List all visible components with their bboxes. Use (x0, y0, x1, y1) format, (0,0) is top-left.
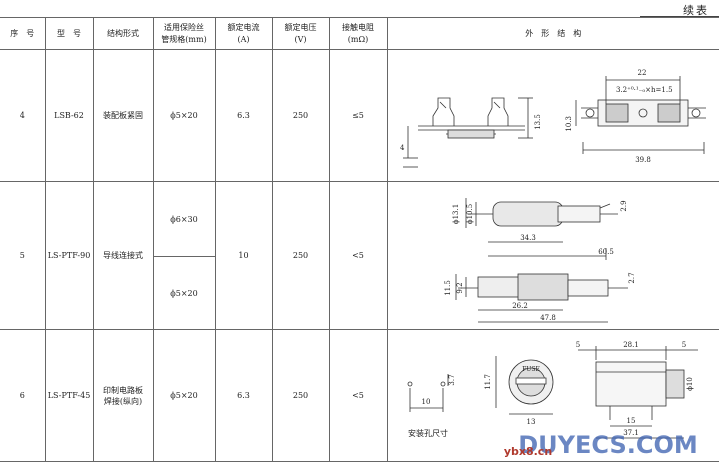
lsptf45-dim-15: 15 (626, 417, 635, 425)
header-current: 额定电流 (A) (214, 17, 273, 50)
row5-structure: 导线连接式 (92, 181, 154, 330)
header-structure: 结构形式 (92, 17, 154, 50)
row5-fuse-spec-a: ϕ6×30 (152, 181, 216, 257)
header-voltage-line2: (V) (294, 34, 307, 44)
row5-current: 10 (214, 181, 273, 330)
row6-seq: 6 (0, 329, 46, 462)
lsb62-dim-13-5: 13.5 (534, 114, 542, 130)
lsptf90-dim-10-5: ϕ10.5 (466, 204, 474, 224)
lsptf45-hole-pattern (407, 374, 448, 412)
row4-structure: 装配板紧固 (92, 49, 154, 182)
fuse-holder-spec-table: 序 号 型 号 结构形式 适用保险丝管规格(mm) 额定电流 (A) 额定电压 (V… (0, 17, 719, 462)
row6-voltage: 250 (271, 329, 330, 462)
header-voltage: 额定电压 (V) (271, 17, 330, 50)
lsptf90-dim-2-7: 2.7 (628, 272, 636, 283)
lsptf90-dim-60-5: 60.5 (598, 248, 614, 256)
lsptf45-dim-phi-10: ϕ10 (686, 377, 694, 391)
row4-figure: 22 3.2⁺⁰·¹₋₀×h=1.5 10.3 13.5 39.8 4 (386, 49, 719, 182)
header-voltage-line1: 额定电压 (284, 22, 317, 32)
row4-resistance: ≤5 (328, 49, 388, 182)
table-row: 6 LS-PTF-45 印制电路板焊接(纵向) ϕ5×20 6.3 250 <5 (0, 329, 719, 462)
row4-fuse-spec: ϕ5×20 (152, 49, 216, 182)
row4-seq: 4 (0, 49, 46, 182)
lsb62-dim-3-2: 3.2⁺⁰·¹₋₀×h=1.5 (616, 86, 673, 94)
row6-resistance: <5 (328, 329, 388, 462)
row6-model: LS-PTF-45 (44, 329, 94, 462)
lsb62-top-view (575, 76, 706, 154)
lsptf90-dim-11-5: 11.5 (444, 280, 452, 296)
lsptf45-dim-37-1: 37.1 (623, 429, 639, 437)
lsptf90-dim-26-2: 26.2 (512, 302, 528, 310)
lsptf90-drawing: ϕ13.1 ϕ10.5 34.3 60.5 2.9 11.5 9.2 26.2 … (444, 198, 636, 323)
mounting-hole-caption: 安装孔尺寸 (408, 428, 448, 438)
header-current-line2: (A) (237, 34, 250, 44)
header-model: 型 号 (44, 17, 94, 50)
table-row: 5 LS-PTF-90 导线连接式 ϕ6×30 10 250 <5 (0, 181, 719, 330)
row6-structure-line1: 印制电路板 (103, 385, 143, 395)
lsptf90-dim-13-1: ϕ13.1 (452, 204, 460, 224)
row5-seq: 5 (0, 181, 46, 330)
lsb62-dim-39-8: 39.8 (635, 156, 651, 164)
lsptf45-side-view (577, 346, 698, 439)
lsb62-side-view (402, 97, 533, 168)
lsptf45-dim-5b: 5 (681, 341, 685, 349)
lsb62-drawing: 22 3.2⁺⁰·¹₋₀×h=1.5 10.3 13.5 39.8 4 (400, 69, 706, 168)
continuation-label: 续表 (683, 4, 709, 17)
watermark-sub: ybx8.cn (503, 445, 551, 458)
header-resistance-line1: 接触电阻 (342, 22, 374, 32)
lsb62-dim-22: 22 (637, 69, 646, 77)
table-row: 4 LSB-62 装配板紧固 ϕ5×20 6.3 250 ≤5 (0, 49, 719, 182)
lsptf45-dim-13: 13 (526, 418, 535, 426)
row6-structure-line2: 焊接(纵向) (103, 396, 143, 406)
lsptf45-dim-10: 10 (421, 398, 430, 406)
row6-structure: 印制电路板焊接(纵向) (92, 329, 154, 462)
lsptf90-dim-47-8: 47.8 (540, 314, 556, 322)
row4-voltage: 250 (271, 49, 330, 182)
row6-current: 6.3 (214, 329, 273, 462)
lsptf45-dim-5a: 5 (575, 341, 579, 349)
watermark: DUYECS.COM ybx8.cn (503, 431, 697, 459)
lsptf45-round-view (495, 356, 553, 415)
lsptf90-dim-9-2: 9.2 (456, 282, 464, 293)
watermark-main: DUYECS.COM (518, 431, 698, 459)
header-fuse-spec-line2: 管规格(mm) (161, 34, 207, 44)
lsptf90-dim-34-3: 34.3 (520, 234, 536, 242)
header-row: 序 号 型 号 结构形式 适用保险丝管规格(mm) 额定电流 (A) 额定电压 (V… (0, 17, 719, 50)
row5-fuse-spec-b: ϕ5×20 (152, 256, 216, 330)
lsptf90-dim-2-9: 2.9 (620, 200, 628, 211)
lsptf90-view-a (465, 198, 618, 260)
row6-fuse-spec: ϕ5×20 (152, 329, 216, 462)
row4-current: 6.3 (214, 49, 273, 182)
header-current-line1: 额定电流 (227, 22, 260, 32)
header-figure: 外 形 结 构 (386, 17, 719, 50)
row5-resistance: <5 (328, 181, 388, 330)
row5-voltage: 250 (271, 181, 330, 330)
lsptf45-drawing: 5 28.1 5 11.7 10 13 37.1 15 3.7 ϕ10 FUSE… (407, 341, 698, 459)
row5-figure: ϕ13.1 ϕ10.5 34.3 60.5 2.9 11.5 9.2 26.2 … (386, 181, 719, 330)
header-fuse-spec: 适用保险丝管规格(mm) (152, 17, 216, 50)
row6-figure: 5 28.1 5 11.7 10 13 37.1 15 3.7 ϕ10 FUSE… (386, 329, 719, 462)
fuse-cap-label: FUSE (522, 366, 540, 373)
row4-model: LSB-62 (44, 49, 94, 182)
row5-model: LS-PTF-90 (44, 181, 94, 330)
header-resistance-line2: (mΩ) (347, 34, 369, 44)
lsptf45-dim-3-7: 3.7 (448, 374, 456, 385)
header-seq: 序 号 (0, 17, 46, 50)
header-fuse-spec-line1: 适用保险丝 (164, 22, 204, 32)
lsptf90-view-b (455, 273, 628, 323)
lsb62-dim-4: 4 (400, 144, 405, 152)
continuation-rule (640, 16, 719, 17)
header-resistance: 接触电阻 (mΩ) (328, 17, 388, 50)
lsptf45-dim-11-7: 11.7 (484, 374, 492, 390)
lsptf45-dim-28-1: 28.1 (623, 341, 639, 349)
lsb62-dim-10-3: 10.3 (565, 116, 573, 132)
